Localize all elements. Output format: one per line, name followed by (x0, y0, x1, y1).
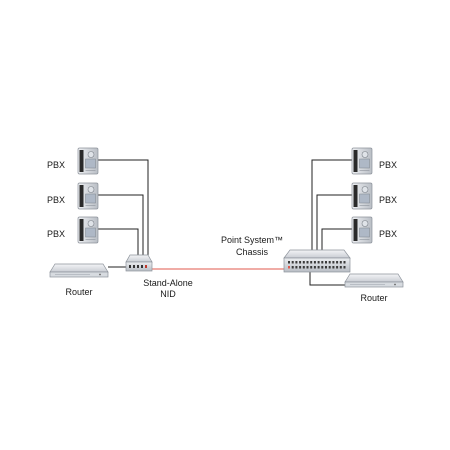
chassis-port (325, 266, 327, 269)
wire-right-pbx-1 (311, 159, 352, 258)
point-system-chassis: Point System™ Chassis (221, 235, 351, 273)
wire-left-pbx-1 (98, 159, 149, 262)
wire-right-pbx-2 (316, 194, 352, 258)
pbx-label: PBX (379, 229, 397, 239)
chassis-port (325, 261, 327, 264)
wire-left-pbx-2 (98, 194, 144, 262)
chassis-port (321, 266, 324, 269)
pbx-left-1: PBX (47, 147, 99, 175)
pbx-right-2: PBX (351, 182, 397, 210)
wire-left-pbx-3 (98, 228, 139, 262)
chassis-port (317, 261, 320, 264)
chassis-label-line2: Chassis (236, 247, 269, 257)
nid-label-line2: NID (160, 289, 176, 299)
chassis-port (339, 266, 342, 269)
pbx-label: PBX (47, 229, 65, 239)
chassis-port (317, 266, 320, 269)
pbx-right-1: PBX (351, 147, 397, 175)
chassis-port (343, 261, 346, 264)
chassis-port (310, 266, 313, 269)
stand-alone-nid: Stand-Alone NID (125, 254, 193, 299)
chassis-port (336, 266, 339, 269)
pbx-label: PBX (379, 160, 397, 170)
router-left: Router (49, 263, 109, 297)
router-right: Router (344, 273, 404, 303)
router-label: Router (65, 287, 92, 297)
wire-right-router (309, 270, 350, 286)
pbx-label: PBX (379, 195, 397, 205)
pbx-right-3: PBX (351, 216, 397, 244)
pbx-left-3: PBX (47, 216, 99, 244)
chassis-port (299, 261, 302, 264)
router-icon (344, 273, 404, 288)
pbx-label: PBX (47, 195, 65, 205)
pbx-left-2: PBX (47, 182, 99, 210)
chassis-ports (288, 261, 346, 269)
pbx-icon (77, 216, 99, 244)
chassis-icon (283, 249, 351, 273)
nid-label-line1: Stand-Alone (143, 278, 193, 288)
chassis-port (328, 266, 331, 269)
pbx-icon (351, 216, 373, 244)
nid-icon (125, 254, 153, 272)
chassis-port (302, 266, 305, 269)
chassis-port (295, 261, 298, 264)
chassis-port (336, 261, 339, 264)
wiring (98, 159, 352, 286)
chassis-port (332, 266, 335, 269)
chassis-port (291, 266, 294, 269)
pbx-icon (351, 182, 373, 210)
chassis-port (339, 261, 342, 264)
chassis-port (313, 261, 316, 264)
pbx-icon (77, 182, 99, 210)
chassis-port (302, 261, 305, 264)
chassis-port (343, 266, 346, 269)
pbx-icon (351, 147, 373, 175)
chassis-port (310, 261, 313, 264)
chassis-port (288, 266, 290, 269)
wire-right-pbx-3 (321, 228, 352, 258)
chassis-port (288, 261, 290, 264)
router-icon (49, 263, 109, 278)
chassis-label-line1: Point System™ (221, 235, 283, 245)
router-label: Router (360, 293, 387, 303)
chassis-port (295, 266, 298, 269)
chassis-port (299, 266, 302, 269)
pbx-icon (77, 147, 99, 175)
chassis-port (332, 261, 335, 264)
chassis-port (306, 266, 309, 269)
chassis-port (291, 261, 294, 264)
chassis-port (328, 261, 331, 264)
chassis-port (306, 261, 309, 264)
pbx-label: PBX (47, 160, 65, 170)
chassis-port (313, 266, 316, 269)
chassis-port (321, 261, 324, 264)
